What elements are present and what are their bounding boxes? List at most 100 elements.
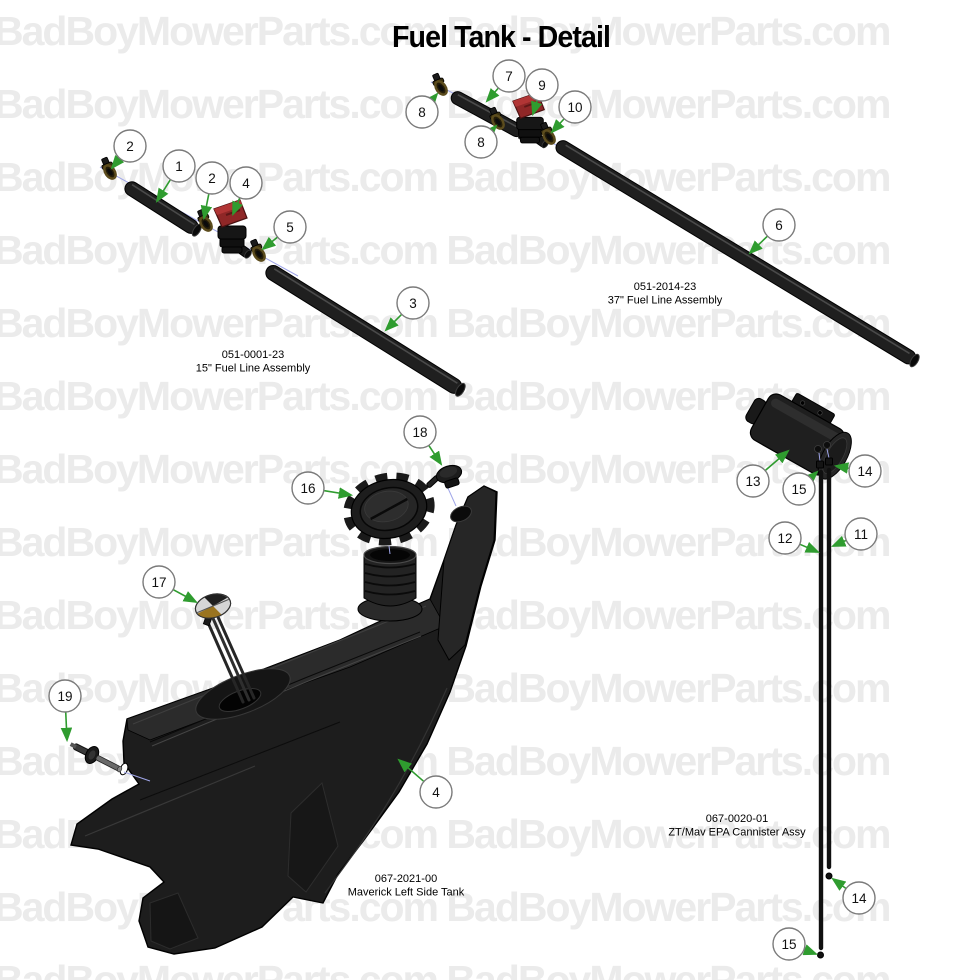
callout-number: 9 bbox=[538, 78, 546, 93]
sender-hole bbox=[218, 687, 262, 713]
callout-arrow bbox=[483, 124, 498, 139]
callout-number: 13 bbox=[745, 474, 760, 489]
callout-number: 5 bbox=[286, 220, 294, 235]
fuel-hose-15in bbox=[265, 264, 466, 397]
callout-2: 2 bbox=[195, 161, 229, 221]
callout-circle bbox=[195, 161, 229, 195]
tank-foot bbox=[149, 892, 199, 950]
fuel-line-37-assembly bbox=[427, 70, 920, 368]
callout-arrow bbox=[765, 449, 790, 471]
callout-arrow bbox=[831, 877, 847, 891]
callout-number: 2 bbox=[126, 139, 134, 154]
callout-4: 4 bbox=[397, 758, 453, 809]
watermark-text: BadBoyMowerParts.com BadBoyMowerParts.co… bbox=[0, 300, 891, 346]
callout-number: 2 bbox=[208, 171, 216, 186]
callout-3: 3 bbox=[384, 286, 430, 332]
callout-15: 15 bbox=[782, 470, 819, 506]
callout-circle bbox=[848, 454, 882, 488]
callout-9: 9 bbox=[525, 68, 559, 117]
callout-number: 3 bbox=[409, 296, 417, 311]
tube-fitting bbox=[825, 872, 833, 880]
callout-circle bbox=[229, 166, 263, 200]
callout-number: 17 bbox=[151, 575, 166, 590]
callout-14: 14 bbox=[833, 454, 882, 488]
callout-16: 16 bbox=[291, 471, 354, 505]
fuel-cap bbox=[343, 472, 435, 546]
callout-circle bbox=[396, 286, 430, 320]
callout-circle bbox=[844, 517, 878, 551]
callout-18: 18 bbox=[403, 415, 443, 466]
callout-circle bbox=[782, 472, 816, 506]
epa-canister-assembly bbox=[745, 393, 852, 959]
fuel-hose-37in bbox=[555, 140, 920, 368]
callout-arrow bbox=[155, 179, 171, 203]
callout-arrow bbox=[428, 445, 443, 466]
callout-number: 10 bbox=[567, 100, 582, 115]
callout-number: 12 bbox=[777, 531, 792, 546]
callout-arrow bbox=[802, 944, 819, 956]
page-title: Fuel Tank - Detail bbox=[392, 19, 610, 54]
fuel-line-15-assembly bbox=[96, 154, 466, 397]
watermark-text: BadBoyMowerParts.com BadBoyMowerParts.co… bbox=[0, 957, 891, 980]
callout-arrow bbox=[200, 194, 213, 221]
fuel-hose-short bbox=[124, 181, 202, 237]
callout-number: 4 bbox=[432, 785, 440, 800]
callout-arrow bbox=[799, 541, 820, 553]
callout-number: 15 bbox=[781, 937, 796, 952]
callout-circle bbox=[772, 927, 806, 961]
callout-8: 8 bbox=[405, 92, 439, 129]
hose-clamp-icon bbox=[427, 70, 453, 98]
callout-number: 6 bbox=[775, 218, 783, 233]
tank-side-recess-panel bbox=[287, 782, 339, 893]
callout-circle bbox=[291, 471, 325, 505]
callout-arrow bbox=[232, 197, 244, 216]
canister-port bbox=[823, 441, 831, 449]
callout-arrow bbox=[485, 87, 500, 103]
callout-arrow bbox=[424, 92, 439, 108]
callout-number: 8 bbox=[477, 135, 485, 150]
callout-circle bbox=[768, 521, 802, 555]
callout-circle bbox=[113, 129, 147, 163]
callout-10: 10 bbox=[550, 90, 592, 134]
callout-17: 17 bbox=[142, 565, 198, 604]
callout-1: 1 bbox=[155, 149, 196, 203]
callout-circle bbox=[403, 415, 437, 449]
callout-5: 5 bbox=[261, 210, 307, 251]
callout-arrow bbox=[173, 589, 198, 604]
fuel-sender-tubes bbox=[204, 614, 256, 704]
callout-number: 14 bbox=[857, 464, 873, 479]
callout-6: 6 bbox=[748, 208, 796, 255]
callout-arrow bbox=[110, 154, 125, 170]
callout-circle bbox=[525, 68, 559, 102]
tube-fitting bbox=[817, 951, 824, 959]
bulkhead-fitting bbox=[69, 742, 123, 773]
filler-neck bbox=[363, 545, 417, 607]
callout-arrow bbox=[384, 314, 402, 332]
callout-arrow bbox=[261, 236, 278, 251]
callout-arrow bbox=[833, 462, 850, 474]
tube-fitting bbox=[816, 460, 824, 469]
callout-number: 11 bbox=[854, 527, 868, 542]
callout-number: 18 bbox=[412, 425, 427, 440]
callout-11: 11 bbox=[831, 517, 878, 551]
callout-circle bbox=[162, 149, 196, 183]
callout-number: 19 bbox=[57, 689, 72, 704]
callout-number: 1 bbox=[175, 159, 183, 174]
callout-arrow bbox=[397, 758, 425, 782]
callout-2: 2 bbox=[110, 129, 147, 170]
callout-arrow bbox=[804, 470, 819, 485]
callout-arrow bbox=[531, 100, 543, 117]
callout-15: 15 bbox=[772, 927, 819, 961]
callout-arrow bbox=[60, 712, 73, 743]
callout-circle bbox=[142, 565, 176, 599]
callout-circle bbox=[558, 90, 592, 124]
callout-circle bbox=[48, 679, 82, 713]
callout-number: 14 bbox=[851, 891, 867, 906]
wing-bolt-hole bbox=[450, 505, 472, 523]
fuel-shutoff-valve bbox=[213, 199, 254, 261]
